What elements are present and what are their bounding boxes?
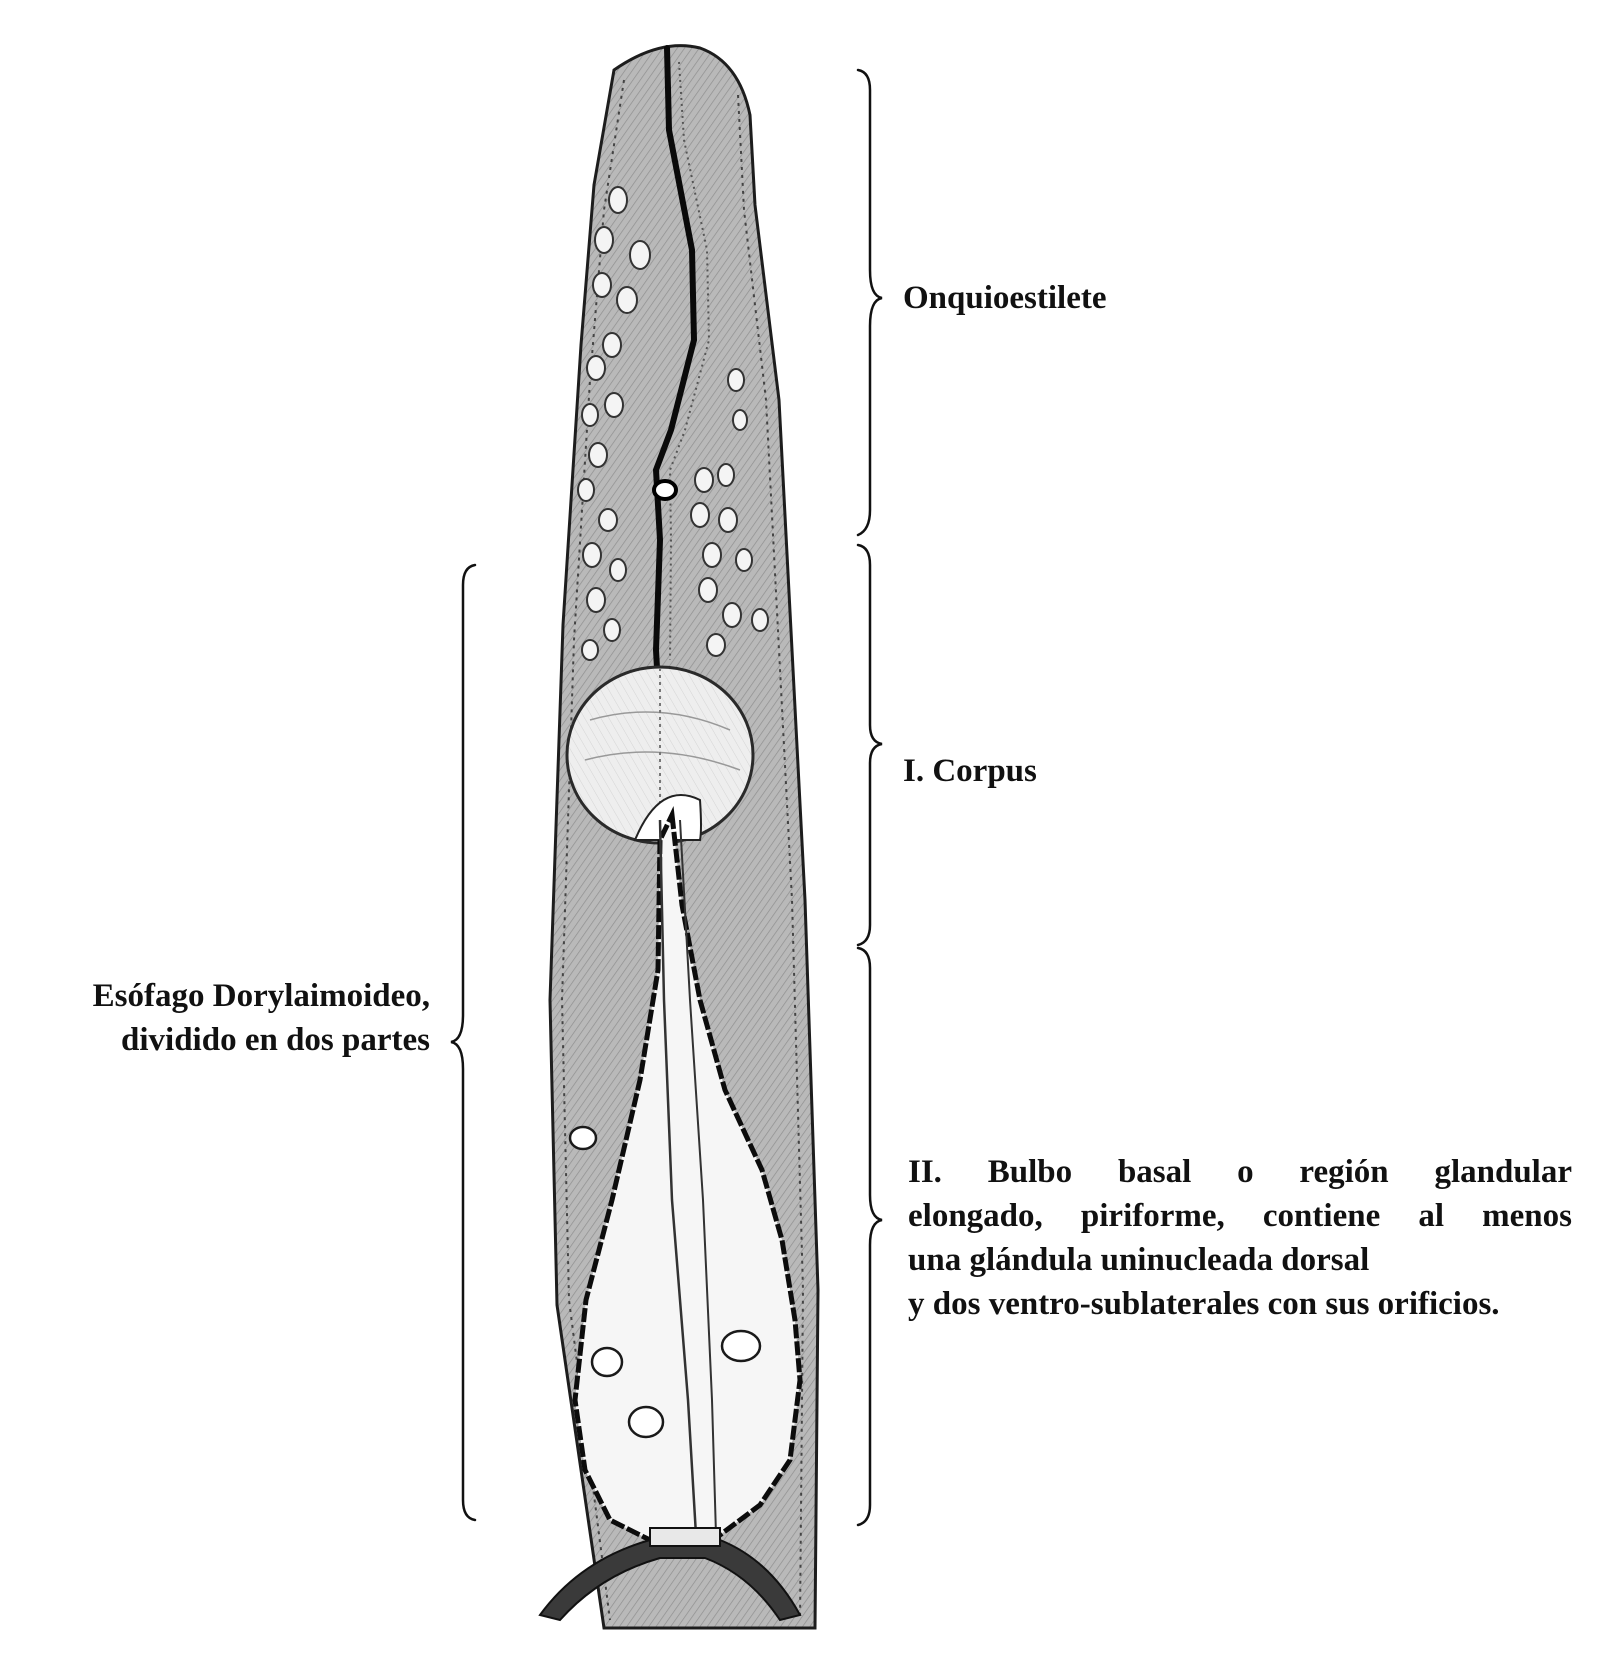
label-bulbo-line-3: una glándula uninucleada dorsal (908, 1242, 1370, 1278)
cardia (538, 1539, 802, 1622)
onchiostylet (652, 45, 698, 671)
label-corpus: I. Corpus (903, 753, 1037, 789)
label-onquioestilete: Onquioestilete (903, 280, 1107, 316)
brace-corpus (856, 543, 883, 947)
brace-bulbo (856, 946, 883, 1527)
label-bulbo: II. Bulbo basal o región glandular elong… (908, 1150, 1572, 1326)
cuticle-line-left (560, 79, 625, 1621)
label-bulbo-line-1: II. Bulbo basal o región glandular (908, 1154, 1572, 1190)
granules (577, 186, 769, 661)
label-esofago-line-1: Esófago Dorylaimoideo, (92, 978, 430, 1014)
esophageal-lumen (658, 819, 698, 1536)
label-bulbo-line-4: y dos ventro-sublaterales con sus orific… (908, 1286, 1500, 1322)
label-esofago-line-2: dividido en dos partes (121, 1022, 430, 1058)
stylet-ring (652, 479, 678, 501)
gland-nuclei (568, 1125, 762, 1439)
label-esofago: Esófago Dorylaimoideo, dividido en dos p… (30, 974, 430, 1062)
brace-esofago (450, 563, 477, 1522)
brace-onquioestilete (856, 68, 883, 537)
label-bulbo-line-2: elongado, piriforme, contiene al menos (908, 1198, 1572, 1234)
